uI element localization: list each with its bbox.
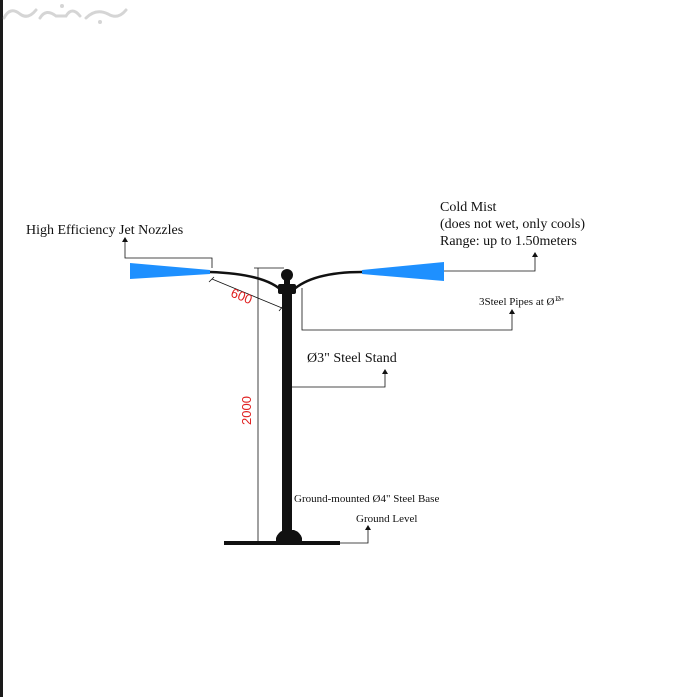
left-border	[0, 0, 3, 697]
right-arm	[291, 270, 363, 292]
pipes-label-suffix: "	[559, 296, 565, 308]
base-label: Ground-mounted Ø4" Steel Base	[294, 493, 440, 505]
height-dimension: 2000	[239, 396, 254, 425]
stand-leader	[292, 372, 386, 388]
height-dimension-line	[254, 267, 284, 543]
ground-leader	[302, 528, 369, 544]
cold-mist-leader	[444, 255, 536, 272]
left-nozzle	[130, 263, 210, 279]
right-nozzle	[362, 262, 444, 281]
range-label: Range: up to 1.50meters	[440, 234, 577, 249]
pipes-label-prefix: 3Steel Pipes at Ø	[479, 296, 555, 308]
pipes-label: 3Steel Pipes at Ø1⁄2"	[479, 296, 564, 308]
haraj-logo-icon	[2, 4, 128, 24]
stand-label: Ø3" Steel Stand	[307, 351, 397, 366]
pipes-label-fraction: 1⁄2	[554, 295, 560, 303]
cold-mist-label: Cold Mist	[440, 200, 497, 215]
knob-neck	[284, 279, 290, 285]
pole-top-knob	[281, 269, 293, 281]
ground-label: Ground Level	[356, 513, 418, 525]
nozzles-label: High Efficiency Jet Nozzles	[26, 223, 184, 238]
nozzles-leader	[124, 240, 213, 268]
arm-dimension-line	[208, 276, 285, 312]
left-arm	[209, 270, 285, 294]
pipes-leader	[301, 288, 513, 331]
cold-mist-note-label: (does not wet, only cools)	[440, 217, 586, 232]
steel-stand-pole	[282, 290, 292, 534]
